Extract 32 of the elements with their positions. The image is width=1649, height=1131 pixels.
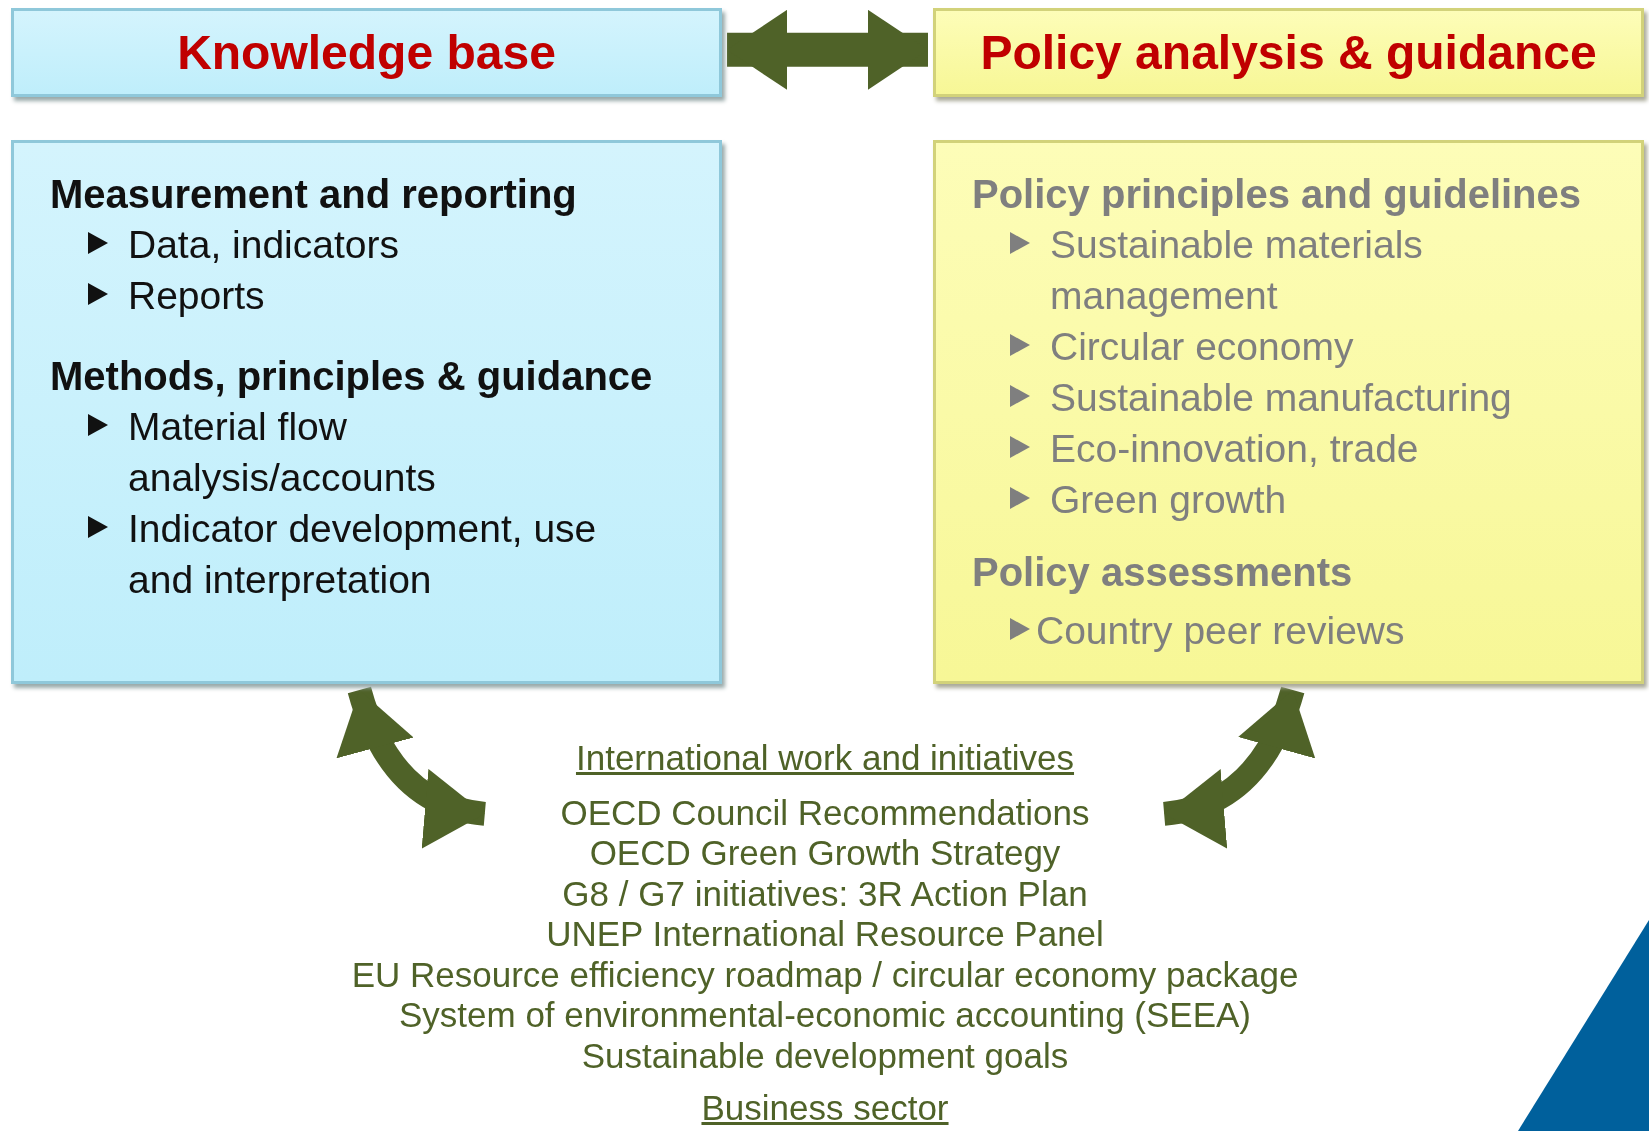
section-heading: Measurement and reporting [50, 171, 577, 218]
list-item: Eco-innovation, trade [1050, 426, 1419, 472]
section-heading: International work and initiatives [575, 738, 1075, 779]
list-item: Material flow analysis/accounts [128, 404, 437, 501]
double-arrow [727, 9, 928, 90]
list-item: G8 / G7 initiatives: 3R Action Plan [562, 873, 1088, 914]
list-item: Country peer reviews [1036, 608, 1405, 654]
list-item: Data, indicators [128, 222, 399, 268]
list-item: OECD Council Recommendations [560, 792, 1090, 833]
list-item: Green growth [1050, 477, 1287, 523]
list-item: Indicator development, use and interpretation [128, 506, 598, 603]
double-arrow [338, 686, 487, 846]
double-arrow [1162, 686, 1314, 846]
section-heading: Policy assessments [972, 549, 1353, 596]
section-heading: Business sector [701, 1088, 949, 1129]
list-item: Circular economy [1050, 324, 1354, 370]
list-item: Sustainable materials management [1050, 222, 1424, 319]
title-text: Knowledge base [177, 25, 556, 80]
content-panel [933, 140, 1644, 684]
title-box [11, 8, 722, 97]
list-item: System of environmental-economic accounting (SEEA) [398, 995, 1252, 1036]
list-item: Sustainable manufacturing [1050, 375, 1512, 421]
title-text: Policy analysis & guidance [980, 25, 1597, 80]
section-heading: Policy principles and guidelines [972, 171, 1582, 218]
list-item: OECD Green Growth Strategy [589, 833, 1061, 874]
list-item: Sustainable development goals [581, 1035, 1069, 1076]
section-heading: Methods, principles & guidance [50, 353, 653, 400]
list-item: Reports [128, 273, 265, 319]
list-item: UNEP International Resource Panel [546, 914, 1104, 955]
content-panel [11, 140, 722, 684]
list-item: EU Resource efficiency roadmap / circular economy package [351, 954, 1299, 995]
title-box [933, 8, 1644, 97]
